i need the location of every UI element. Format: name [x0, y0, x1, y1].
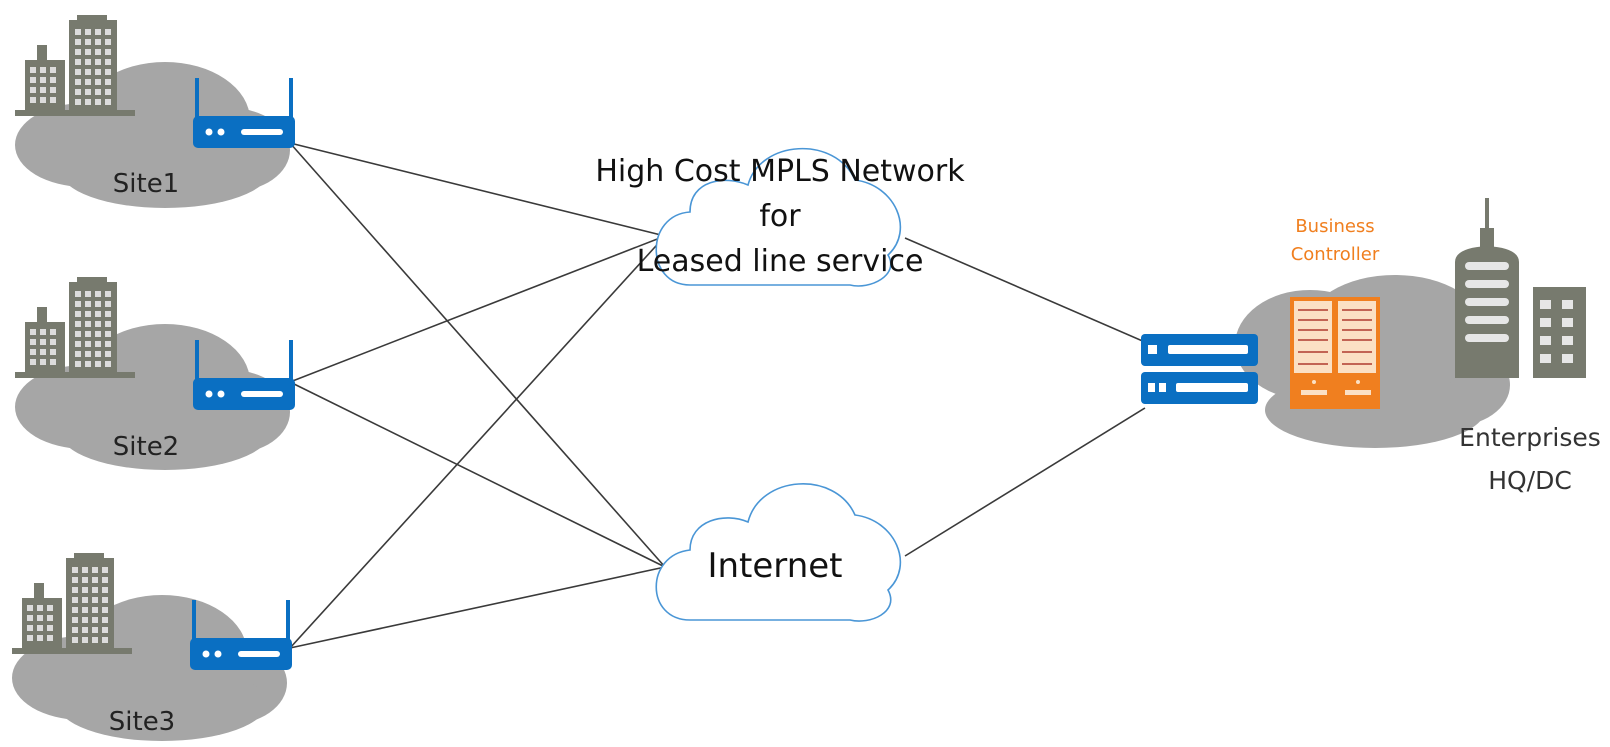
site-label: Site1	[113, 169, 179, 199]
office-buildings-icon	[12, 553, 132, 654]
server-rack-icon	[1290, 297, 1380, 409]
link-site3-internet	[289, 566, 666, 649]
mpls-cloud: High Cost MPLS Network for Leased line s…	[595, 147, 965, 287]
controller-label-line-2: Controller	[1291, 244, 1380, 265]
link-internet-hq	[904, 407, 1146, 557]
stacked-router-icon	[1141, 334, 1258, 404]
link-lines	[289, 142, 1146, 649]
hq-label-line-2: HQ/DC	[1488, 466, 1572, 495]
link-mpls-hq	[904, 237, 1146, 343]
building-windows	[1465, 262, 1573, 363]
site-2: Site2	[15, 277, 295, 470]
controller-label-line-1: Business	[1295, 216, 1374, 237]
internet-cloud: Internet	[655, 483, 902, 622]
mpls-label-line-2: for	[759, 199, 801, 234]
mpls-label-line-1: High Cost MPLS Network	[595, 154, 965, 189]
cloud-outline-icon	[655, 147, 902, 287]
office-buildings-icon	[15, 277, 135, 378]
link-site1-mpls	[289, 142, 666, 237]
site-3: Site3	[12, 553, 292, 741]
link-site2-mpls	[289, 235, 666, 383]
hq-label-line-1: Enterprises	[1459, 423, 1601, 452]
site-label: Site2	[113, 432, 179, 462]
cloud-outline-icon	[655, 483, 902, 622]
site-1: Site1	[15, 15, 295, 208]
mpls-label-line-3: Leased line service	[637, 244, 924, 279]
office-buildings-icon	[15, 15, 135, 116]
site-label: Site3	[109, 707, 175, 737]
link-site3-mpls	[289, 235, 666, 649]
link-site1-internet	[289, 142, 666, 568]
skyscraper-icon	[1455, 198, 1586, 378]
link-site2-internet	[289, 381, 666, 568]
internet-label: Internet	[707, 546, 842, 586]
